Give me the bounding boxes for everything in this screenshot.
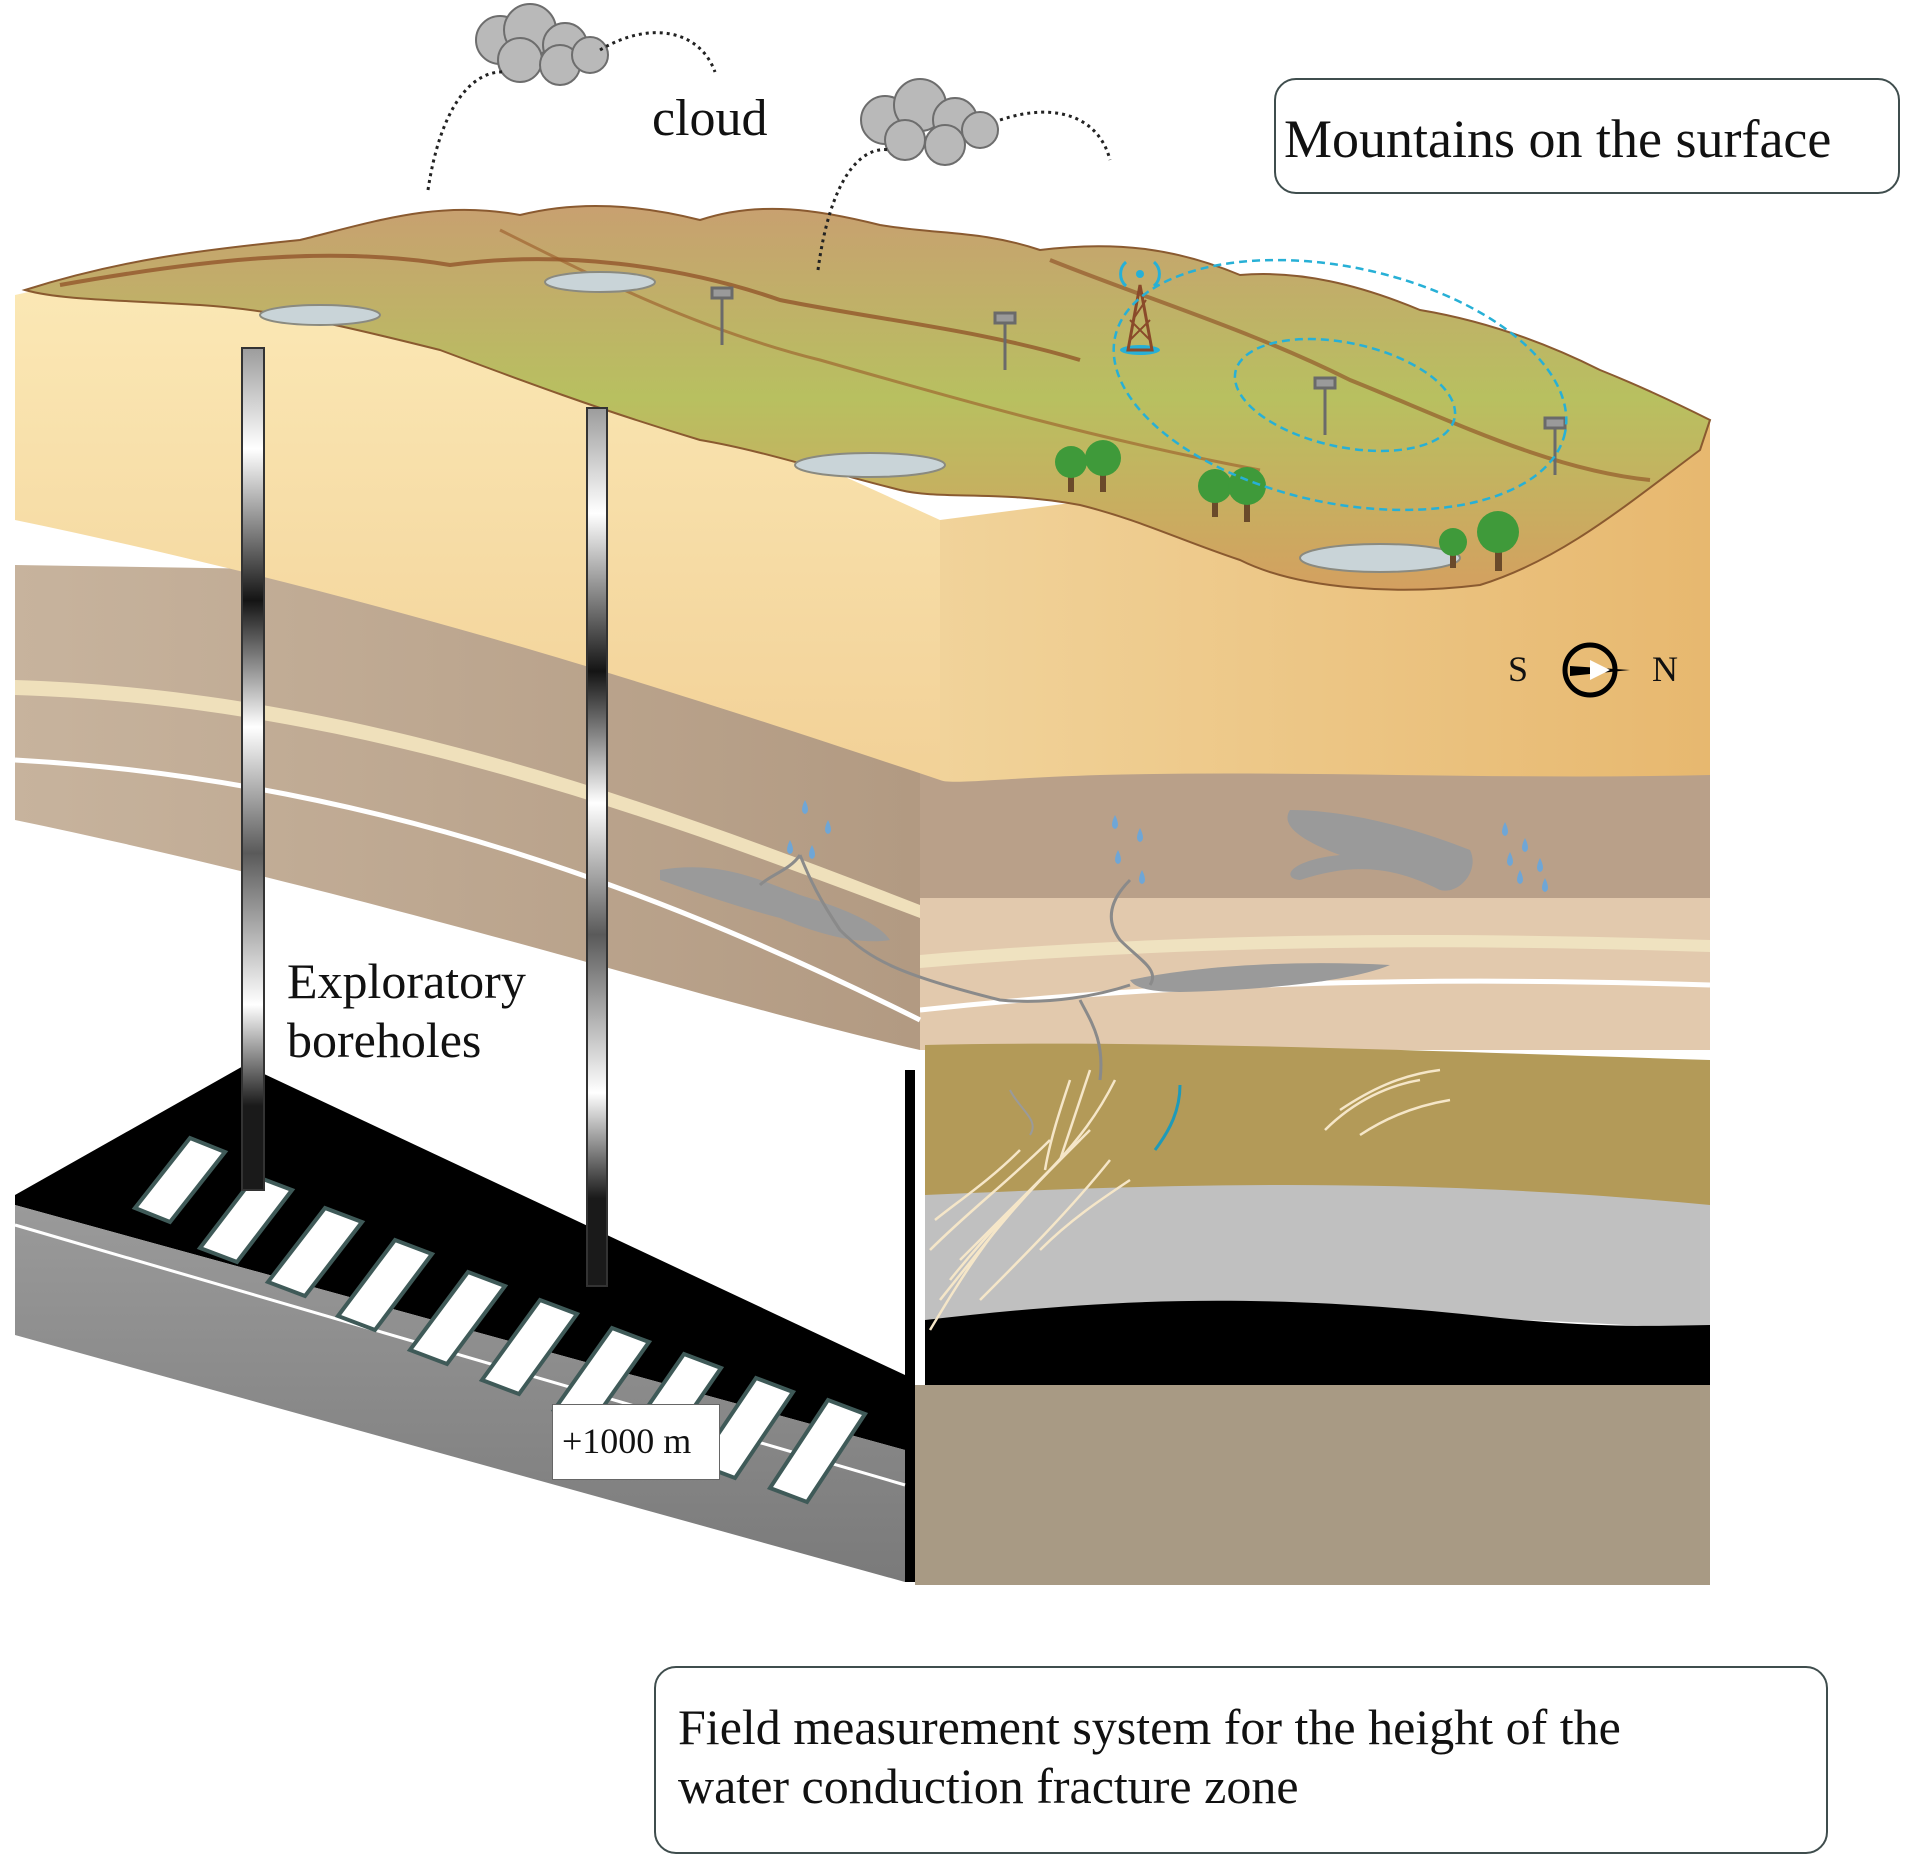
aquifer-lenses (660, 810, 1473, 992)
surface-label: Mountains on the surface (1284, 109, 1832, 169)
surface-label-box (1274, 78, 1900, 194)
water-drop-icon (1139, 870, 1145, 884)
compass-north-label: N (1652, 649, 1678, 689)
blue-fracture (1153, 1084, 1182, 1151)
cloud-label: cloud (652, 90, 768, 147)
compass-icon (1562, 642, 1630, 698)
cloud-dotted-path (599, 31, 717, 73)
cloud-icon (475, 3, 609, 86)
tree-icon (1085, 440, 1121, 492)
system-label: Field measurement system for the height … (678, 1698, 1818, 1816)
water-drop-icon (1522, 838, 1528, 852)
cloud-icon (860, 78, 999, 166)
cloud-dotted-path (999, 110, 1112, 161)
system-label-line1: Field measurement system for the height … (678, 1699, 1621, 1755)
gray-stratum (925, 1185, 1710, 1330)
water-drop-icon (1502, 822, 1508, 836)
signal-tower-icon (1119, 260, 1161, 355)
monitoring-station-icon (710, 286, 734, 345)
tree-icon (1198, 469, 1232, 517)
borehole-left (241, 347, 265, 1191)
system-label-line2: water conduction fracture zone (678, 1758, 1299, 1814)
gray-fracture (1009, 1089, 1034, 1136)
tree-icon-group (1055, 440, 1519, 571)
olive-stratum (925, 1043, 1710, 1210)
water-drop-icon (1542, 878, 1548, 892)
cream-band (920, 935, 1710, 968)
water-drop-icon (1115, 850, 1121, 864)
boreholes-label-line2: boreholes (287, 1012, 482, 1068)
tree-icon (1055, 446, 1087, 492)
floor-rock (915, 1385, 1710, 1585)
tree-icon (1439, 528, 1467, 568)
elevation-label-box (552, 1404, 720, 1480)
mountain-terrain (21, 204, 1712, 591)
monitoring-station-icon (1313, 376, 1337, 435)
boreholes-label: Exploratory boreholes (287, 952, 526, 1070)
water-drop-icon (787, 840, 793, 854)
roadway-side (15, 1205, 905, 1582)
water-drop-icon (1112, 815, 1118, 829)
cloud-dotted-path (426, 70, 506, 191)
tree-icon (1228, 467, 1266, 522)
water-drop-icon (1517, 870, 1523, 884)
water-drop-icon (1537, 858, 1543, 872)
water-drop-icon (809, 845, 815, 859)
system-label-box (654, 1666, 1828, 1854)
water-drop-group (787, 800, 1548, 892)
fracture-zone (928, 1068, 1451, 1331)
elevation-label: +1000 m (562, 1421, 692, 1461)
compass-south-label: S (1508, 649, 1529, 689)
signal-range-inner (1233, 337, 1457, 453)
water-drop-icon (802, 800, 808, 814)
monitoring-station-icon-group (710, 286, 1567, 475)
water-drop-icon (825, 820, 831, 834)
block-edge (905, 1070, 915, 1582)
monitoring-station-icon (993, 311, 1017, 370)
water-drop-icon (1137, 828, 1143, 842)
tree-icon (1477, 511, 1519, 571)
mining-roadway (14, 1065, 906, 1582)
borehole-right (586, 407, 608, 1287)
water-drop-icon (1507, 852, 1513, 866)
boreholes-label-line1: Exploratory (287, 953, 526, 1009)
conduction-paths (758, 854, 1155, 1081)
left-white-seam (14, 757, 922, 1023)
signal-range-outer (1112, 258, 1568, 512)
working-face-strips (131, 1135, 869, 1505)
cloud-dotted-path (816, 148, 891, 271)
